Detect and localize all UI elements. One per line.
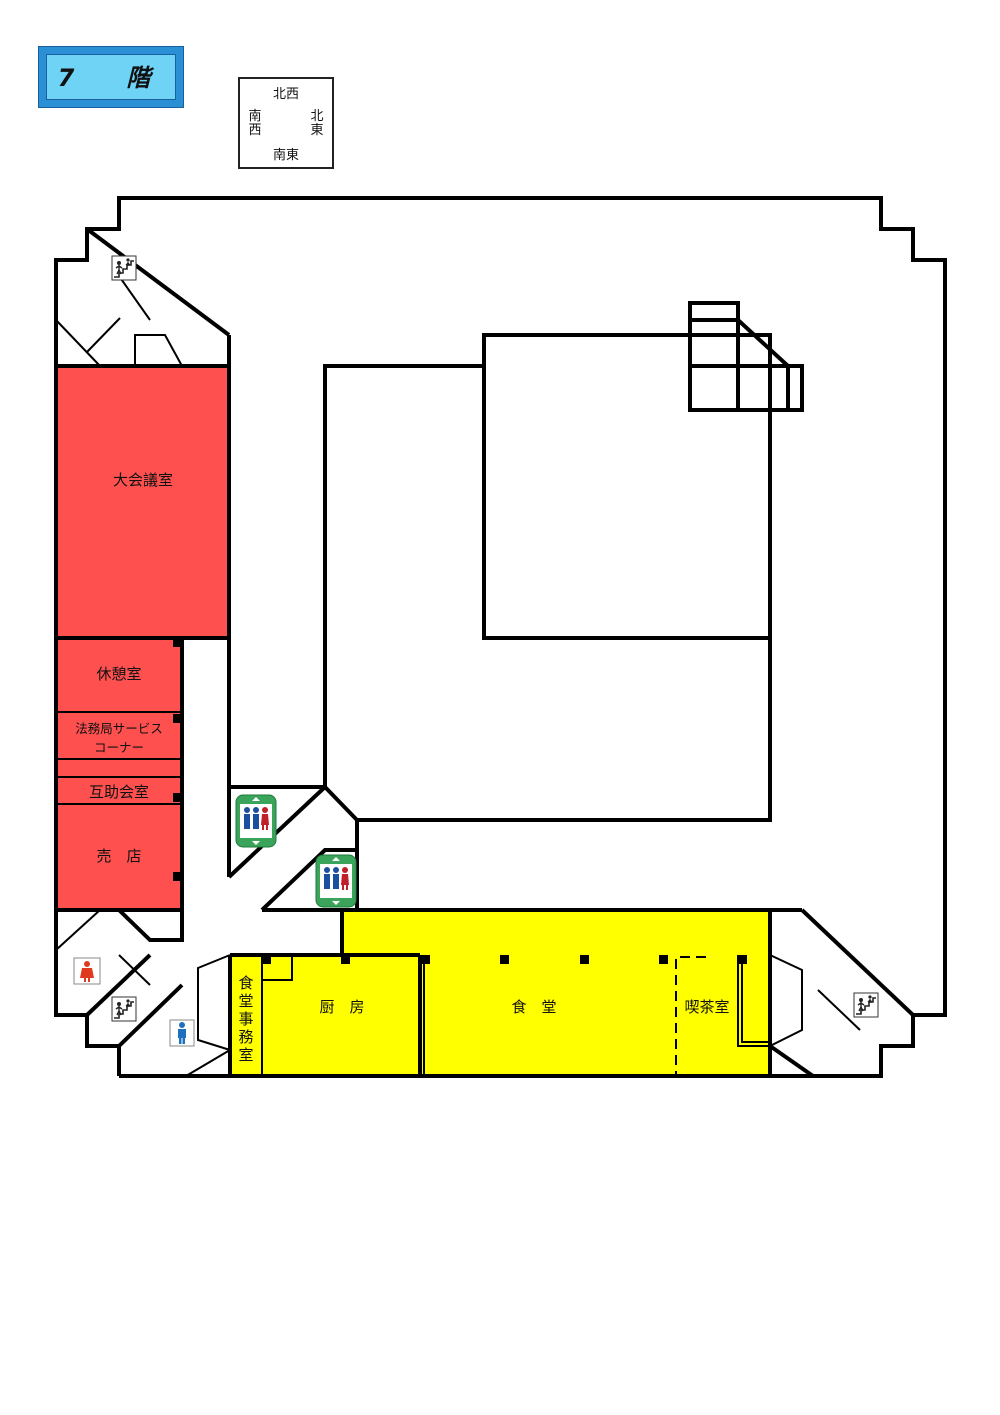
label-shop: 売 店 [96,847,141,865]
detail-lines [55,275,861,1077]
label-grand-conference: 大会議室 [113,471,173,489]
room-lounge [56,638,182,712]
womens-toilet-icon [73,957,101,985]
label-legal-affairs-1: 法務局サービス [75,721,163,736]
mens-toilet-icon [169,1019,195,1047]
room-grand-conference [56,366,229,638]
room-legal-affairs [56,712,182,759]
orientation-left: 南西 [248,109,262,138]
stairs-icon [111,255,137,281]
label-lounge: 休憩室 [96,665,141,683]
floor-badge: 7 階 [38,46,184,108]
label-cafeteria-office: 食堂事務室 [238,974,253,1064]
room-cafeteria-area [230,910,770,1076]
columns [173,638,747,964]
label-legal-affairs-2: コーナー [94,740,144,755]
stairs-icon [111,996,137,1022]
inner-walls [56,227,915,1078]
room-legal-affairs-lower [56,759,182,777]
orientation-right: 北東 [310,109,324,138]
elevator-icon [235,794,277,848]
label-tea-room: 喫茶室 [684,998,729,1016]
label-kitchen: 厨 房 [319,998,364,1016]
orientation-bottom: 南東 [272,148,299,163]
tea-room-partition [675,956,706,1076]
label-mutual-aid: 互助会室 [89,783,149,801]
stairs-icon [853,992,879,1018]
label-cafeteria: 食 堂 [511,998,556,1016]
building-walls [54,196,947,1078]
floor-badge-face [46,54,176,100]
orientation-box: 北西 南西 北東 南東 [238,77,334,169]
floor-label: 7 階 [57,64,165,92]
elevator-icon [315,854,357,908]
orientation-top: 北西 [272,87,299,102]
room-shop [56,804,182,910]
room-mutual-aid [56,777,182,804]
